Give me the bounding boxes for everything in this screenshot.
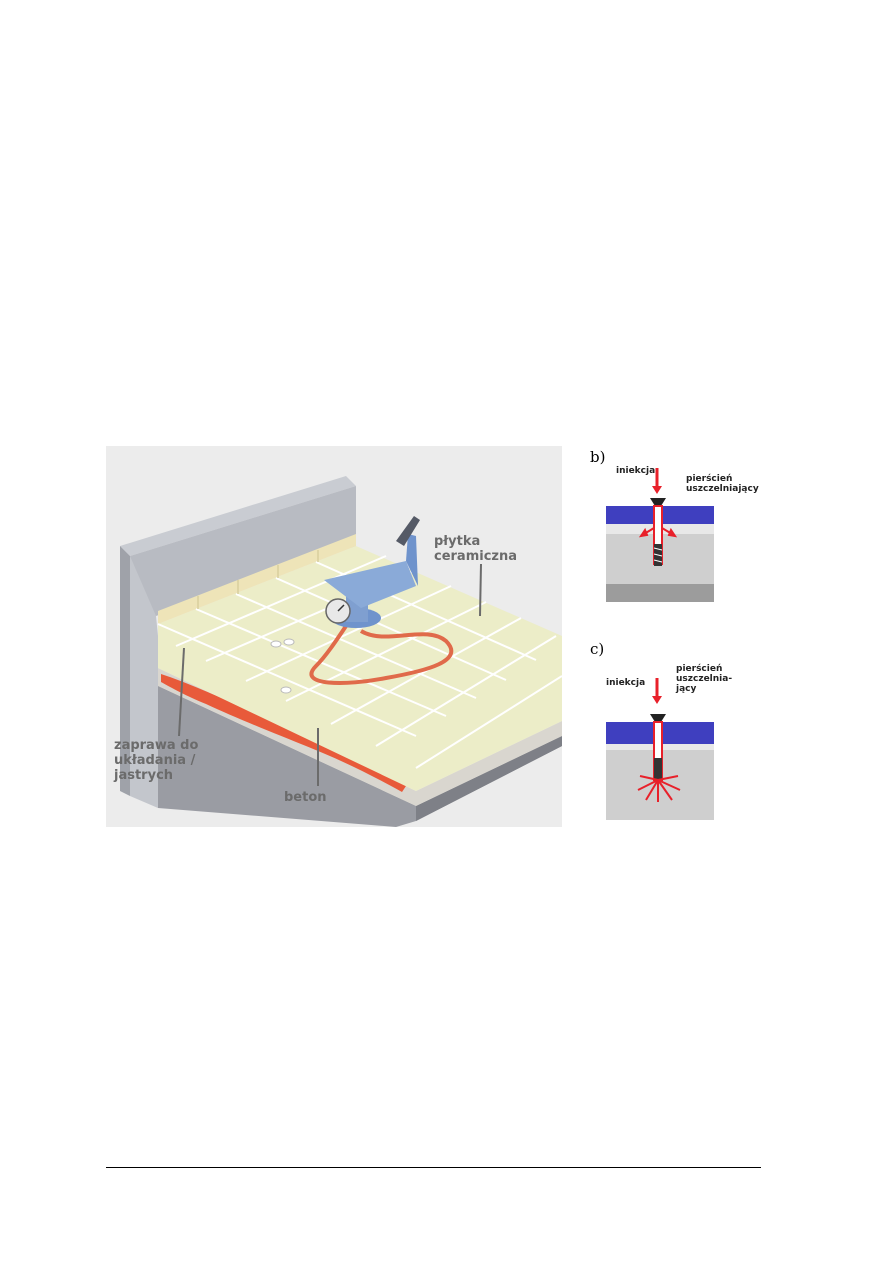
- floor-injection-illustration: płytka ceramiczna zaprawa do układania /…: [106, 446, 562, 827]
- wall-tile-joints: [197, 550, 319, 609]
- packers: [270, 638, 295, 694]
- label-mortar: zaprawa do układania / jastrych: [114, 738, 199, 783]
- mortar-layer: [158, 668, 562, 806]
- panel-b-injection-label: iniekcja: [616, 466, 656, 476]
- panel-c-letter: c): [590, 640, 605, 658]
- crack-fill: [161, 674, 406, 792]
- label-concrete: beton: [284, 790, 327, 805]
- leader-mortar: [178, 647, 185, 737]
- wall-top: [120, 476, 356, 556]
- panel-c-injection-arrow: [652, 696, 662, 704]
- tile-surface: [158, 546, 562, 791]
- panel-b-svg: [606, 468, 714, 602]
- panel-c: c) iniekcja pierścień uszczelnia- jący: [590, 640, 732, 825]
- panel-c-ring-label: pierścień uszczelnia- jący: [676, 664, 733, 694]
- floor-diagram-svg: [120, 476, 562, 827]
- panel-c-injection-label: iniekcja: [606, 678, 646, 688]
- wall-face: [130, 486, 356, 646]
- concrete-slab: [158, 686, 416, 827]
- panel-c-flow-arrows: [637, 775, 681, 802]
- panel-b-letter: b): [590, 448, 606, 466]
- panel-c-svg: [606, 678, 714, 820]
- wall-block: [120, 546, 158, 808]
- wall-tiles: [158, 534, 356, 624]
- leader-tile: [479, 563, 482, 617]
- panel-c-packer-head: [650, 714, 666, 722]
- panel-b-packer-head: [650, 498, 666, 506]
- footer-rule: [106, 1167, 761, 1168]
- injection-hose: [309, 624, 454, 685]
- concrete-front: [416, 736, 562, 821]
- panel-b-injection-arrow: [652, 486, 662, 494]
- injection-pump: [324, 516, 420, 628]
- panel-b-ring-label: pierścień uszczelniający: [686, 474, 759, 494]
- panel-b-flow-arrows: [638, 527, 678, 538]
- panel-b: b) iniekcja pierścień uszczelniający: [590, 448, 759, 608]
- label-tile: płytka ceramiczna: [434, 534, 518, 564]
- wall-side: [120, 546, 130, 796]
